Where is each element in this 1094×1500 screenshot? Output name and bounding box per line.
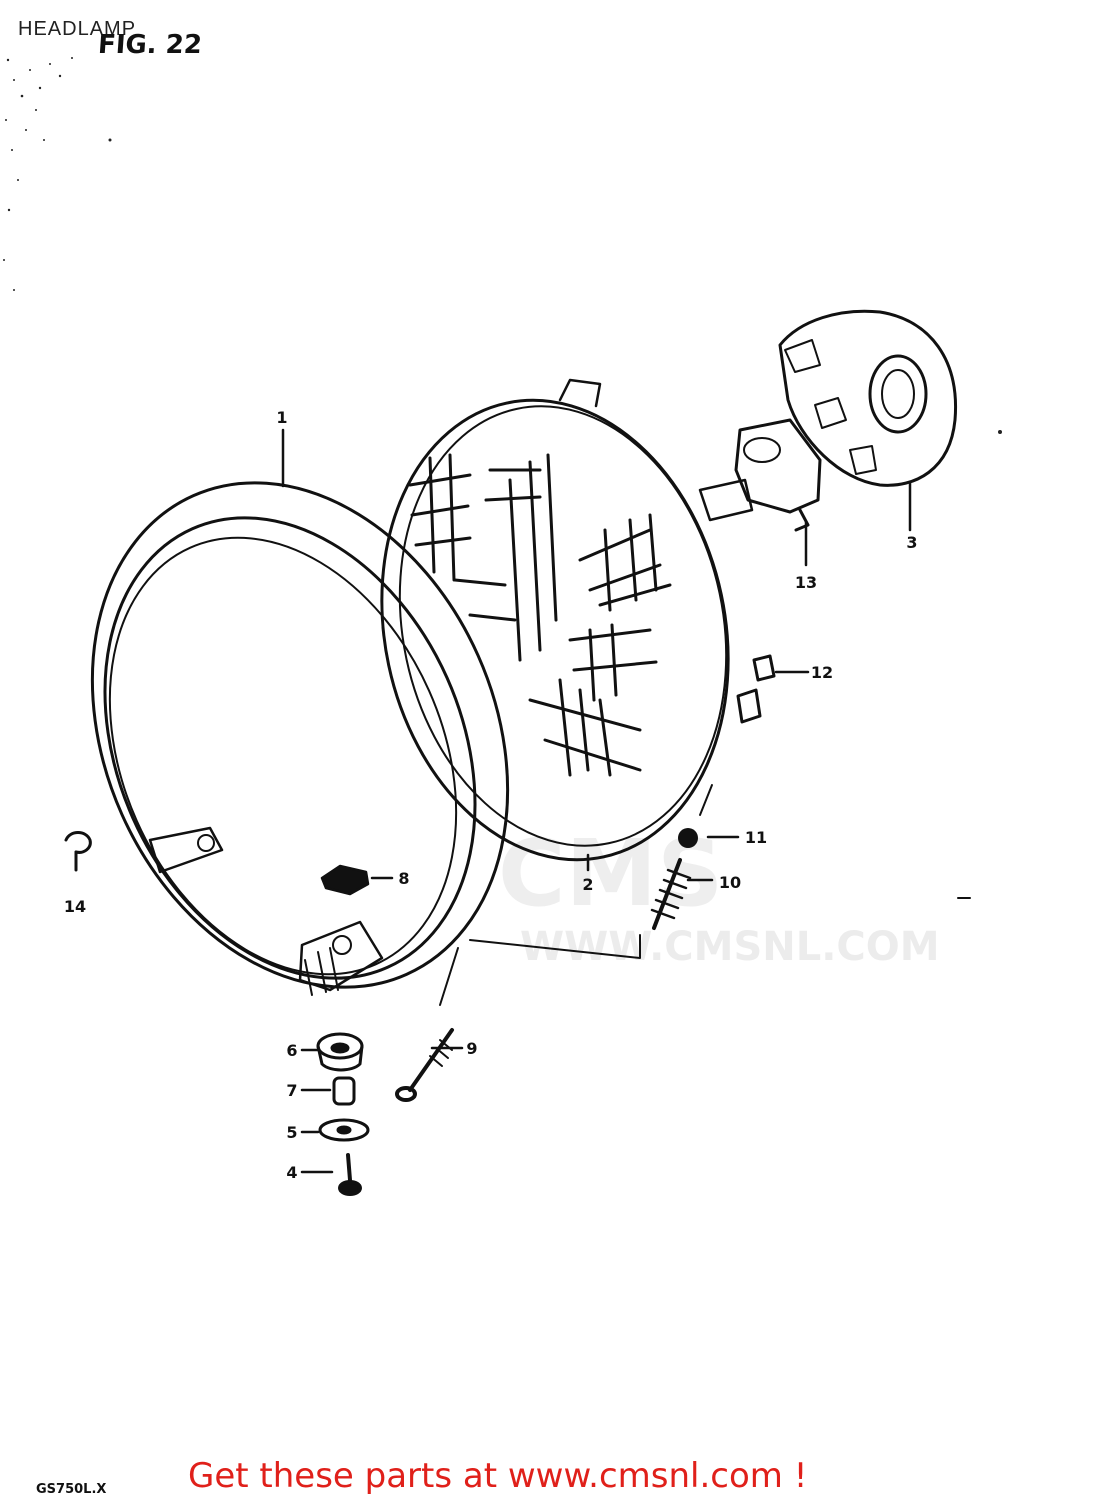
part-12-clip: [736, 654, 776, 724]
part-10-adjuster-screw: [650, 858, 692, 930]
diagram-title: HEADLAMP: [18, 18, 137, 40]
part-14-clip: [64, 831, 92, 872]
part-8-nut: [320, 864, 370, 896]
callout-8: 8: [398, 869, 409, 888]
callout-4: 4: [286, 1163, 297, 1182]
callout-12: 12: [811, 663, 833, 682]
model-code: GS750L.X: [36, 1482, 107, 1497]
watermark-url: WWW.CMSNL.COM: [520, 924, 940, 970]
callout-labels: 1 2 3 4 5 6 7 8 9 10 11 12 13 14: [64, 408, 918, 1182]
part-1-headlamp-rim: [90, 481, 510, 996]
callout-7: 7: [286, 1081, 297, 1100]
callout-6: 6: [286, 1041, 297, 1060]
scan-noise: [3, 57, 1002, 434]
callout-10: 10: [719, 873, 741, 892]
part-2-headlamp-unit: [380, 378, 730, 862]
callout-14: 14: [64, 897, 86, 916]
callout-2: 2: [582, 875, 593, 894]
part-4-bolt: [338, 1153, 362, 1196]
part-7-collar: [332, 1076, 356, 1106]
callout-1: 1: [276, 408, 287, 427]
callout-5: 5: [286, 1123, 297, 1142]
parts-link-banner[interactable]: Get these parts at www.cmsnl.com !: [188, 1456, 808, 1496]
callout-11: 11: [745, 828, 767, 847]
part-9-bolt: [395, 1028, 454, 1102]
callout-9: 9: [466, 1039, 477, 1058]
callout-3: 3: [906, 533, 917, 552]
part-5-washer: [318, 1118, 370, 1142]
part-3-socket-cover: [778, 309, 958, 487]
part-11-nut: [678, 828, 698, 848]
callout-13: 13: [795, 573, 817, 592]
figure-label: FIG. 22: [96, 30, 203, 60]
part-13-bulb: [698, 418, 822, 532]
part-6-grommet: [316, 1032, 364, 1072]
